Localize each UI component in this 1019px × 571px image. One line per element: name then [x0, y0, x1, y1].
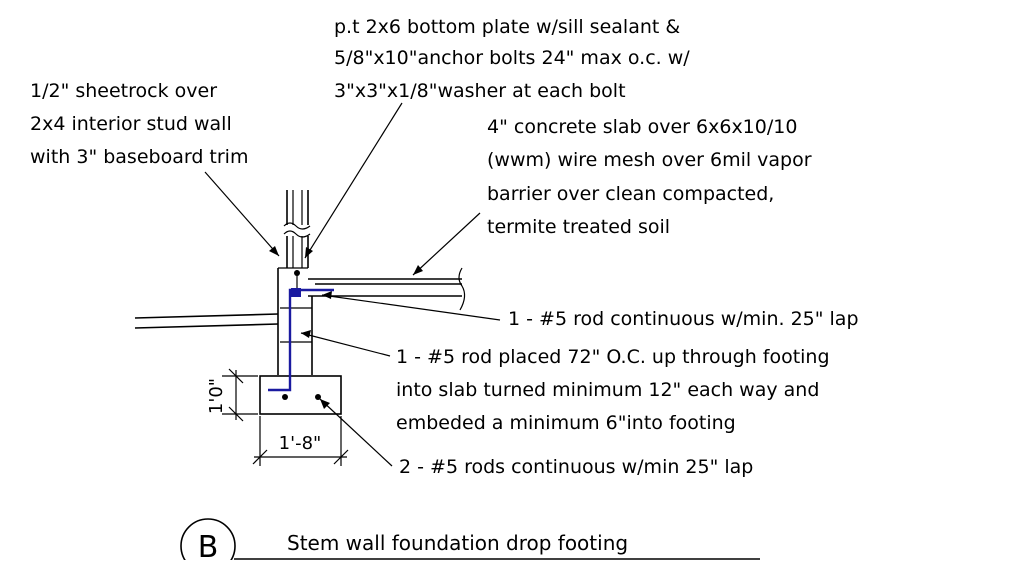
arrowhead-sill-plate: [305, 247, 313, 258]
note-slab-line-1: 4" concrete slab over 6x6x10/10: [487, 116, 797, 138]
break-mark-bottom: [283, 230, 311, 238]
footing-rod-left: [282, 394, 288, 400]
note-slab-line-2: (wwm) wire mesh over 6mil vapor: [487, 149, 812, 171]
leader-sheetrock: [204, 171, 280, 257]
grade-line-lower: [134, 323, 279, 329]
dim-depth-tick-top: [228, 368, 244, 384]
rebar-continuous-rod: [291, 288, 301, 297]
leader-rod-continuous: [321, 294, 501, 321]
note-rod-dowel-line-1: 1 - #5 rod placed 72" O.C. up through fo…: [396, 346, 830, 368]
note-sheetrock: 1/2" sheetrock over 2x4 interior stud wa…: [30, 80, 248, 168]
arrowhead-slab: [413, 265, 423, 275]
break-mark-top: [283, 222, 311, 230]
note-rod-dowel-line-3: embeded a minimum 6"into footing: [396, 412, 736, 434]
arrowhead-rod-dowel: [301, 330, 311, 338]
note-rod-dowel-line-2: into slab turned minimum 12" each way an…: [396, 379, 819, 401]
leader-lines: [204, 102, 501, 467]
detail-mark: B: [198, 530, 219, 565]
note-sill-plate-line-1: p.t 2x6 bottom plate w/sill sealant &: [334, 16, 680, 38]
detail-mark-bubble: [180, 518, 236, 571]
note-sill-plate: p.t 2x6 bottom plate w/sill sealant & 5/…: [334, 16, 690, 102]
note-sheetrock-line-3: with 3" baseboard trim: [30, 146, 248, 168]
foundation-section: [134, 190, 466, 415]
arrowhead-rod-continuous: [322, 291, 332, 299]
leader-rods-footing: [319, 398, 393, 467]
note-slab-line-4: termite treated soil: [487, 216, 670, 238]
note-slab-line-3: barrier over clean compacted,: [487, 183, 774, 205]
dim-width-label: 1'-8": [279, 433, 322, 454]
detail-title: Stem wall foundation drop footing: [287, 531, 628, 555]
arrowhead-sheetrock: [269, 246, 279, 256]
leader-slab: [412, 212, 481, 276]
note-rods-footing: 2 - #5 rods continuous w/min 25" lap: [399, 456, 753, 478]
note-sill-plate-line-3: 3"x3"x1/8"washer at each bolt: [334, 80, 626, 102]
note-sheetrock-line-2: 2x4 interior stud wall: [30, 113, 232, 135]
leader-sill-plate: [304, 102, 403, 259]
leader-rod-dowel: [300, 332, 391, 357]
note-sill-plate-line-2: 5/8"x10"anchor bolts 24" max o.c. w/: [334, 47, 690, 69]
dim-width-tick-right: [333, 449, 349, 465]
slab-break-line: [458, 267, 466, 311]
footing: [259, 375, 342, 415]
note-rod-continuous: 1 - #5 rod continuous w/min. 25" lap: [508, 308, 859, 330]
note-sheetrock-line-1: 1/2" sheetrock over: [30, 80, 217, 102]
dim-depth-tick-bottom: [228, 406, 244, 422]
arrowhead-rods-footing: [320, 399, 330, 409]
dimension-footing-depth: 1'0": [206, 368, 258, 422]
note-slab: 4" concrete slab over 6x6x10/10 (wwm) wi…: [487, 116, 812, 238]
footing-rod-right: [315, 394, 321, 400]
detail-mark-mask: [170, 560, 250, 571]
dimension-footing-width: 1'-8": [252, 416, 349, 466]
dim-width-tick-left: [252, 449, 268, 465]
rebar-dowel: [268, 288, 334, 392]
detail-title-block: B Stem wall foundation drop footing: [170, 518, 760, 571]
grade-line-upper: [134, 313, 279, 319]
dim-depth-label: 1'0": [206, 378, 227, 414]
note-rod-dowel: 1 - #5 rod placed 72" O.C. up through fo…: [396, 346, 830, 434]
